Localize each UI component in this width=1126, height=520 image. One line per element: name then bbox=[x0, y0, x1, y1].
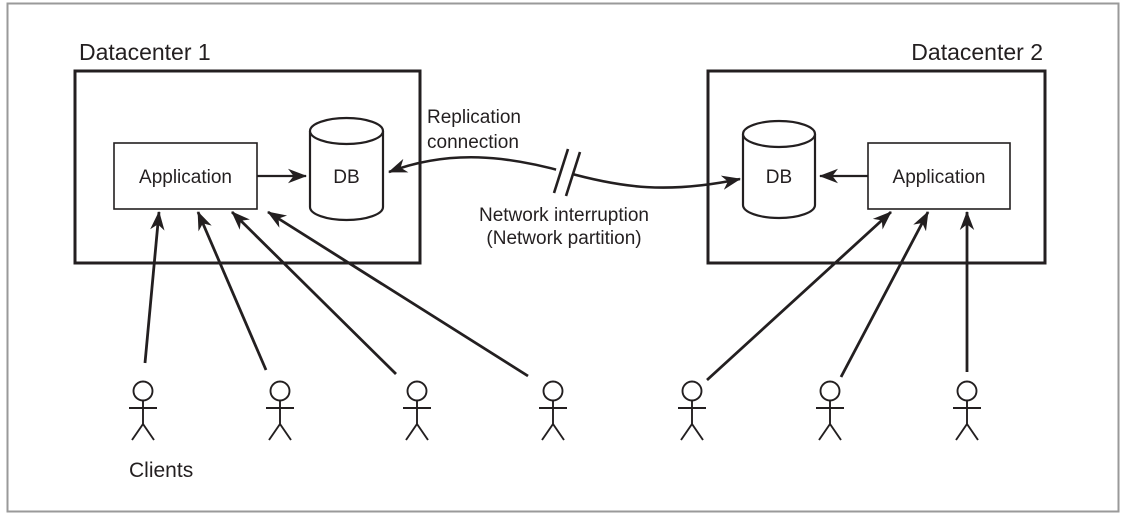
datacenter-1-application-box bbox=[113, 142, 258, 210]
client-arrow bbox=[196, 211, 268, 371]
client-arrow bbox=[706, 210, 892, 382]
datacenter-2-application-label: Application bbox=[893, 167, 986, 188]
replication-connection: Replication connection Network interrupt… bbox=[388, 107, 741, 249]
client-arrow bbox=[267, 210, 529, 378]
page-frame bbox=[6, 2, 1120, 513]
replication-label-line1: Replication bbox=[427, 107, 521, 128]
clients: Clients bbox=[129, 380, 981, 482]
datacenter-1: Datacenter 1 Application DB bbox=[73, 39, 422, 265]
datacenter-2-title: Datacenter 2 bbox=[911, 39, 1043, 65]
interruption-label-line1: Network interruption bbox=[479, 205, 649, 226]
client-arrows-datacenter-1 bbox=[143, 210, 529, 378]
client-arrow bbox=[143, 211, 165, 364]
datacenter-2-db-label: DB bbox=[766, 167, 792, 188]
client-figure-icon bbox=[266, 380, 294, 441]
datacenter-1-db-label: DB bbox=[333, 167, 359, 188]
client-figure-icon bbox=[953, 380, 981, 441]
client-figure-icon bbox=[129, 380, 157, 441]
datacenter-2-database-icon: DB bbox=[741, 119, 817, 220]
interruption-label-line2: (Network partition) bbox=[486, 228, 641, 249]
datacenter-1-title: Datacenter 1 bbox=[79, 39, 211, 65]
network-break-gap bbox=[555, 166, 575, 178]
clients-label: Clients bbox=[129, 459, 193, 482]
datacenter-1-application-label: Application bbox=[139, 167, 232, 188]
client-figure-icon bbox=[678, 380, 706, 441]
client-arrow bbox=[839, 211, 930, 378]
replication-label-line2: connection bbox=[427, 132, 519, 153]
client-arrow bbox=[231, 211, 397, 375]
client-figure-icon bbox=[403, 380, 431, 441]
client-figure-icon bbox=[816, 380, 844, 441]
datacenter-1-database-icon: DB bbox=[308, 116, 385, 222]
datacenter-2-application-box bbox=[867, 142, 1011, 210]
client-figure-icon bbox=[539, 380, 567, 441]
client-arrows-datacenter-2 bbox=[706, 210, 975, 382]
network-break-icon bbox=[552, 148, 582, 197]
